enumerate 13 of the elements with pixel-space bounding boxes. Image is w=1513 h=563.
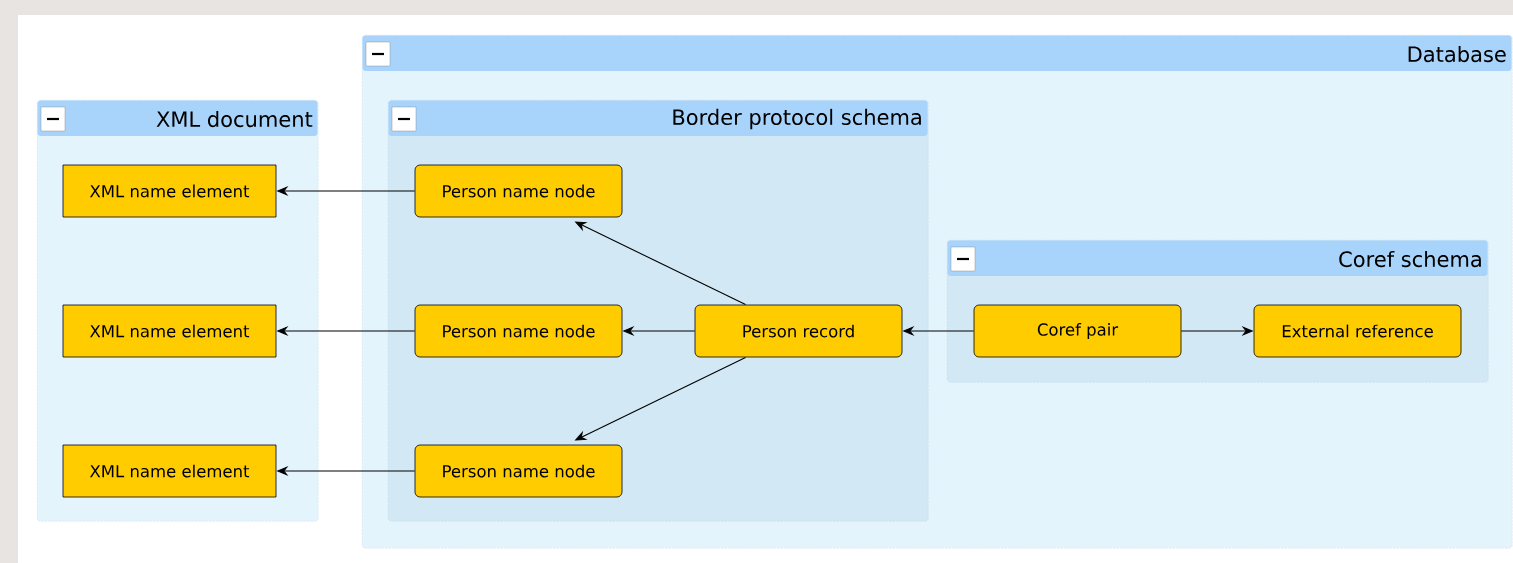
process-box: XML name element [62,444,277,498]
group-title: Coref schema [1339,250,1481,268]
process-box: XML name element [62,304,277,358]
group-title: Border protocol schema [673,108,921,130]
group-title: XML document [156,110,313,128]
process-box: Person record [694,304,903,358]
process-box: Person name node [414,304,623,358]
process-box: XML name element [62,164,277,218]
process-box: Person name node [414,164,623,218]
process-box: Coref pair [973,304,1182,358]
group-title: Database [1408,45,1506,63]
process-box: External reference [1253,304,1462,358]
process-box: Person name node [414,444,623,498]
